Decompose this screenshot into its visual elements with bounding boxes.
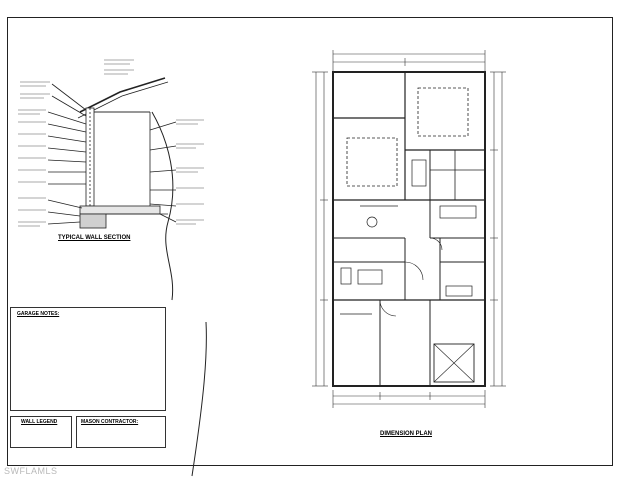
dimension-plan-title: DIMENSION PLAN: [380, 431, 433, 437]
floor-plan-drawing: [332, 71, 486, 387]
hand-drawn-line-lower: [191, 321, 207, 477]
garage-notes-title: GARAGE NOTES:: [17, 311, 60, 317]
dimension-lines: [312, 50, 506, 408]
hand-drawn-line: [151, 111, 174, 301]
mason-contractor-box: MASON CONTRACTOR:: [76, 416, 166, 448]
wall-section-title: TYPICAL WALL SECTION: [58, 235, 131, 241]
wall-legend-title: WALL LEGEND: [21, 419, 58, 425]
wall-legend-box: WALL LEGEND: [10, 416, 72, 448]
garage-notes-box: GARAGE NOTES:: [10, 307, 166, 411]
wall-section-drawing: [47, 77, 177, 229]
wall-section-note-lines: [18, 59, 204, 227]
watermark: SWFLAMLS: [4, 466, 58, 476]
mason-contractor-title: MASON CONTRACTOR:: [81, 419, 139, 425]
